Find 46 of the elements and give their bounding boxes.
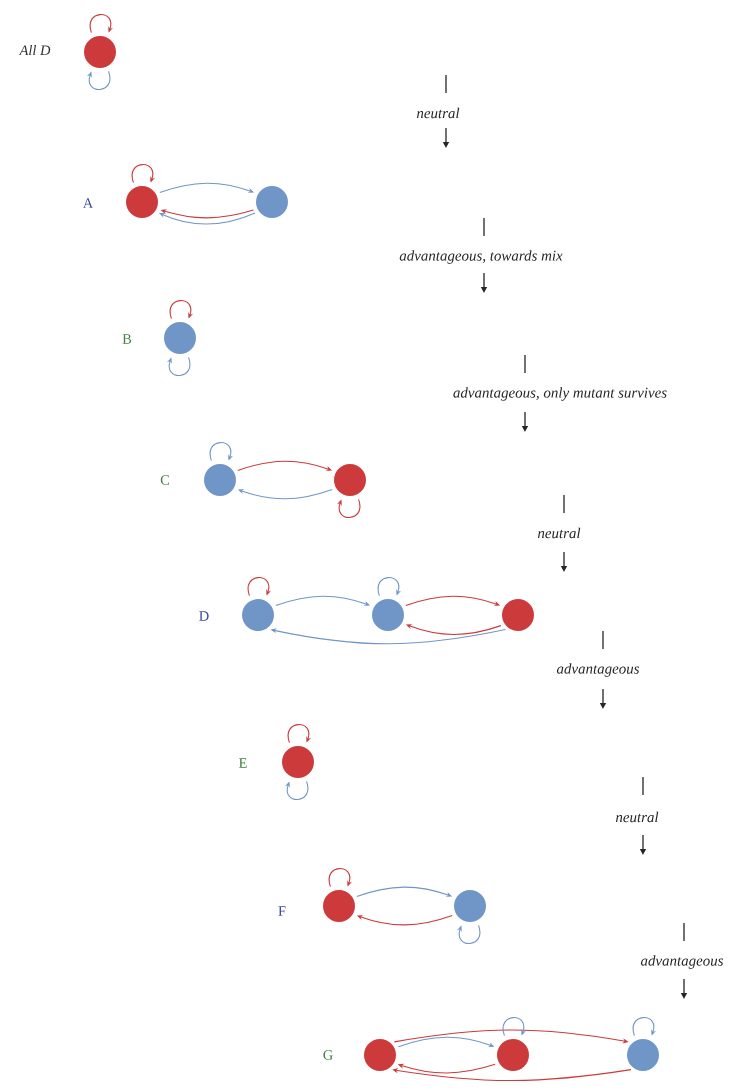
transition-edge xyxy=(328,868,353,888)
transition-label: advantageous xyxy=(556,663,640,677)
transition-label: advantageous, towards mix xyxy=(399,250,563,264)
transition-label: advantageous, only mutant survives xyxy=(453,387,667,401)
state-circle xyxy=(126,186,158,218)
transition-edge xyxy=(284,780,309,800)
transition-edge xyxy=(377,577,402,597)
state-circle xyxy=(84,36,116,68)
transition-edge xyxy=(169,300,194,320)
transition-edge xyxy=(131,164,156,184)
state-circle xyxy=(364,1039,396,1071)
state-circle xyxy=(627,1039,659,1071)
strategy-label: G xyxy=(323,1050,333,1060)
state-circle xyxy=(242,599,274,631)
transition-label: neutral xyxy=(537,527,581,539)
strategy-label: A xyxy=(82,198,94,208)
transition-label: neutral xyxy=(416,107,460,119)
transition-edge xyxy=(86,70,111,90)
strategy-label: F xyxy=(278,906,286,916)
state-circle xyxy=(204,464,236,496)
transition-edge xyxy=(287,724,312,744)
strategy-label: C xyxy=(160,475,170,485)
strategy-label: E xyxy=(239,758,247,768)
strategy-label: D xyxy=(199,611,209,621)
transition-edge xyxy=(209,442,234,462)
transition-label: advantageous xyxy=(640,955,724,969)
state-circle xyxy=(164,322,196,354)
state-circle xyxy=(502,599,534,631)
transition-edge xyxy=(456,924,481,944)
state-circle xyxy=(454,890,486,922)
transition-edge xyxy=(632,1017,657,1037)
state-circle xyxy=(334,464,366,496)
transition-edge xyxy=(392,1068,632,1082)
transition-label: neutral xyxy=(615,811,659,823)
strategy-label: All D xyxy=(18,45,51,56)
state-circle xyxy=(282,746,314,778)
transition-edge xyxy=(502,1017,527,1037)
state-circle xyxy=(256,186,288,218)
transition-edge xyxy=(336,498,361,518)
transition-edge xyxy=(166,356,191,376)
state-circle xyxy=(323,890,355,922)
transition-edge xyxy=(247,577,272,597)
state-circle xyxy=(497,1039,529,1071)
transition-edge xyxy=(89,14,114,34)
state-circle xyxy=(372,599,404,631)
strategy-label: B xyxy=(122,334,132,344)
